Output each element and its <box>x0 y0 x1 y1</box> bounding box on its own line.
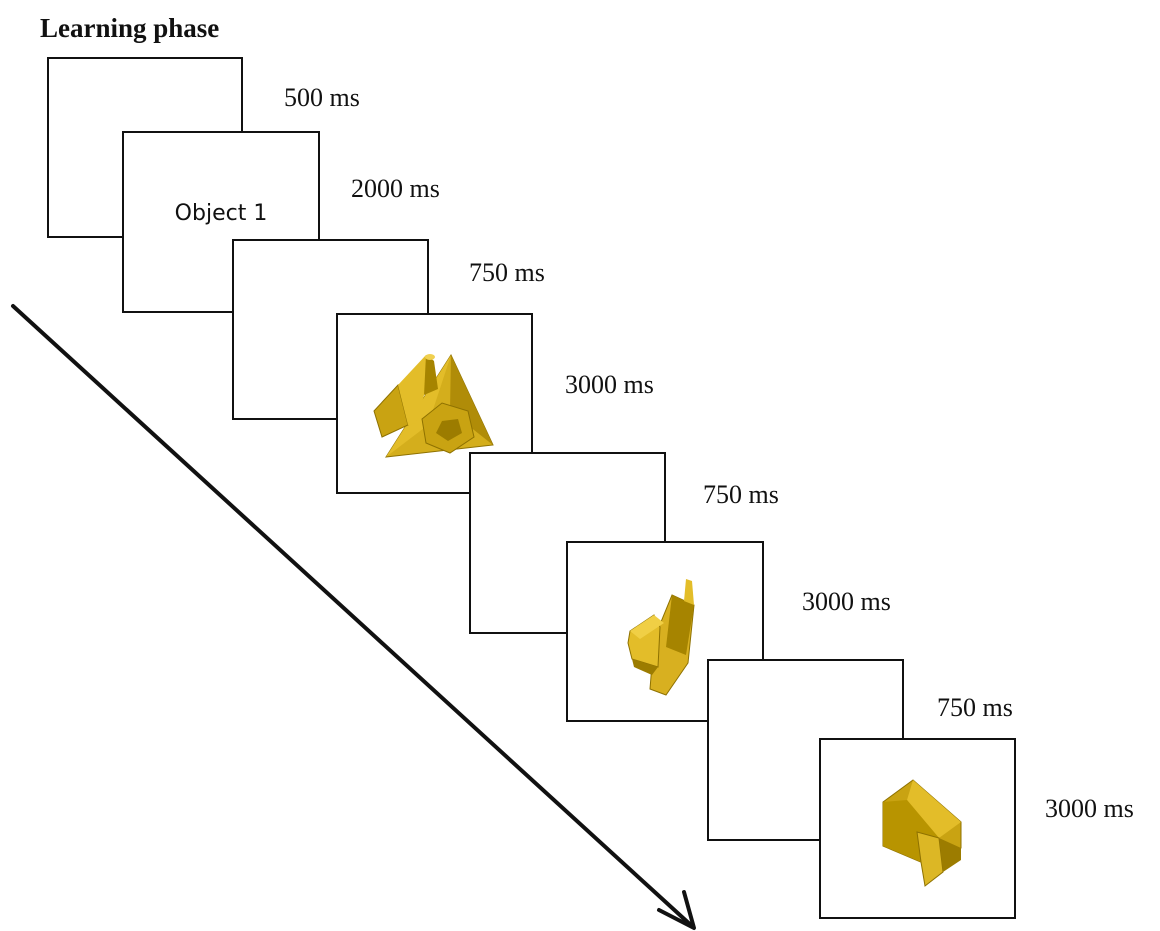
frame-4-object-view <box>336 313 533 494</box>
duration-label-5: 750 ms <box>703 480 779 509</box>
3d-object-icon <box>373 353 494 458</box>
duration-label-7: 750 ms <box>937 693 1013 722</box>
duration-label-1: 500 ms <box>284 83 360 112</box>
figure-title: Learning phase <box>40 13 220 43</box>
duration-label-2: 2000 ms <box>351 174 440 203</box>
duration-label-8: 3000 ms <box>1045 794 1134 823</box>
duration-label-4: 3000 ms <box>565 370 654 399</box>
frame-8-object-view <box>819 738 1016 919</box>
frame-cue-text: Object 1 <box>174 201 268 226</box>
3d-object-icon <box>882 779 962 887</box>
duration-label-6: 3000 ms <box>802 587 891 616</box>
3d-object-icon <box>627 579 695 696</box>
duration-label-3: 750 ms <box>469 258 545 287</box>
